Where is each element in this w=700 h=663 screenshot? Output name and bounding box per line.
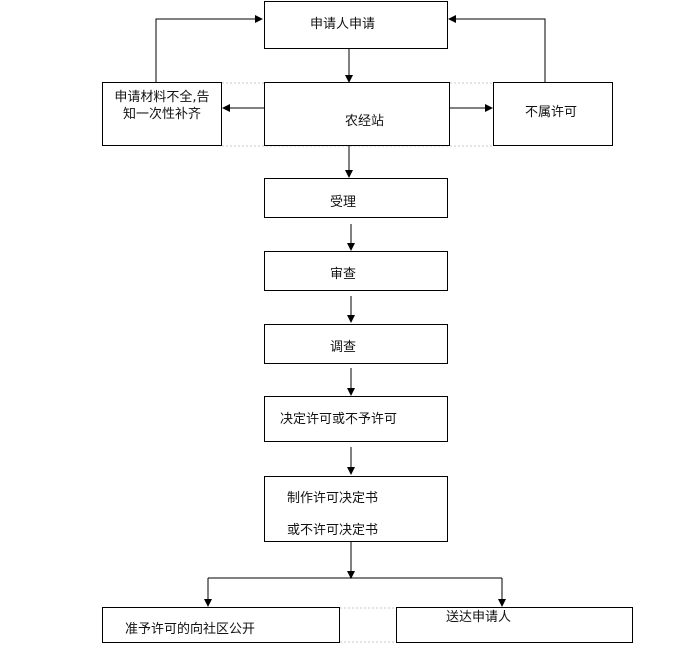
- node-not-permitted: [493, 82, 613, 146]
- label-review: 审查: [330, 267, 357, 282]
- node-publish: [102, 607, 340, 643]
- label-agri-station: 农经站: [345, 114, 385, 129]
- node-investigate: [264, 324, 448, 364]
- label-make-decision-line2: 或不许可决定书: [287, 523, 379, 538]
- node-make-decision: [264, 476, 448, 542]
- label-applicant-apply: 申请人申请: [310, 17, 376, 32]
- label-incomplete-materials: 申请材料不全,告知一次性补齐: [114, 90, 210, 122]
- node-agri-station: [264, 82, 450, 146]
- node-deliver: [396, 607, 633, 643]
- label-make-decision-line1: 制作许可决定书: [287, 491, 379, 506]
- label-investigate: 调查: [330, 340, 357, 355]
- node-decide: [264, 396, 448, 442]
- node-accept: [264, 178, 448, 218]
- node-review: [264, 251, 448, 291]
- arrow-notpermitted-to-apply: [448, 15, 546, 82]
- label-publish: 准予许可的向社区公开: [125, 622, 256, 637]
- label-decide: 决定许可或不予许可: [280, 412, 398, 427]
- label-accept: 受理: [330, 195, 357, 210]
- label-deliver: 送达申请人: [446, 610, 512, 625]
- label-not-permitted: 不属许可: [525, 105, 578, 120]
- arrow-incomplete-to-apply: [155, 15, 263, 82]
- node-applicant-apply: [264, 1, 448, 49]
- node-incomplete-materials: [102, 82, 222, 146]
